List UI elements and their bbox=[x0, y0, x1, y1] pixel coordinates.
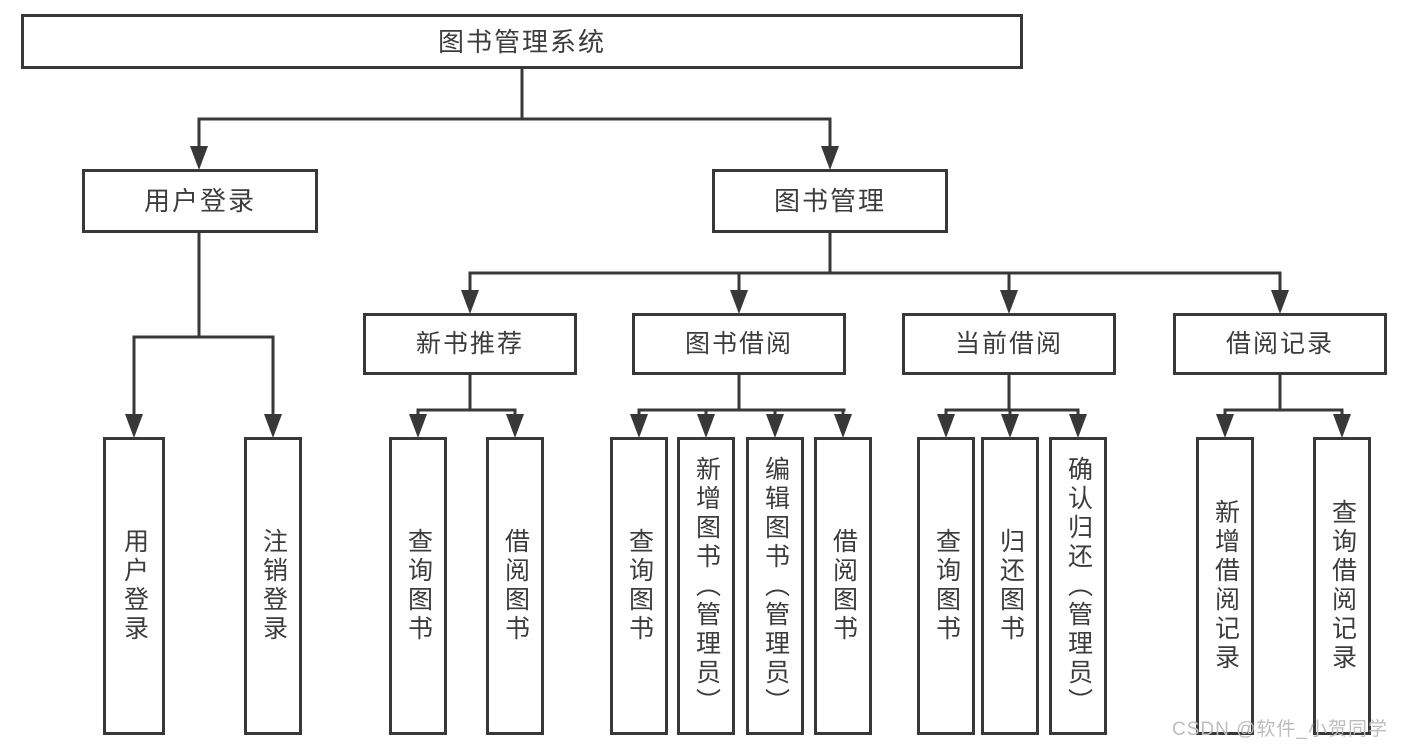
leaf-newbook-borrow-books: 借阅图书 bbox=[486, 437, 544, 735]
connector-current bbox=[937, 375, 1087, 438]
connector-login bbox=[125, 233, 282, 438]
node-root: 图书管理系统 bbox=[21, 14, 1023, 69]
connector-root bbox=[190, 69, 839, 170]
leaf-current-query-books: 查询图书 bbox=[917, 437, 975, 735]
connector-newbook bbox=[409, 375, 524, 438]
leaf-newbook-query-books: 查询图书 bbox=[389, 437, 447, 735]
leaf-current-return-books: 归还图书 bbox=[981, 437, 1039, 735]
connector-mgmt bbox=[461, 233, 1289, 314]
connector-borrow bbox=[630, 375, 852, 438]
leaf-borrow-borrow-books: 借阅图书 bbox=[814, 437, 872, 735]
leaf-borrow-edit-books-admin: 编辑图书（管理员） bbox=[746, 437, 804, 735]
leaf-borrow-query-books: 查询图书 bbox=[610, 437, 668, 735]
leaf-records-query-record: 查询借阅记录 bbox=[1313, 437, 1371, 735]
connector-records bbox=[1216, 375, 1351, 438]
node-book-management: 图书管理 bbox=[712, 169, 948, 233]
leaf-user-login: 用户登录 bbox=[103, 437, 165, 735]
leaf-records-add-record: 新增借阅记录 bbox=[1196, 437, 1254, 735]
leaf-borrow-add-books-admin: 新增图书（管理员） bbox=[677, 437, 735, 735]
node-book-borrow: 图书借阅 bbox=[632, 313, 846, 375]
leaf-logout: 注销登录 bbox=[244, 437, 302, 735]
leaf-current-confirm-return-admin: 确认归还（管理员） bbox=[1049, 437, 1107, 735]
node-current-borrow: 当前借阅 bbox=[902, 313, 1116, 375]
node-new-book-recommend: 新书推荐 bbox=[363, 313, 577, 375]
node-user-login: 用户登录 bbox=[82, 169, 318, 233]
node-borrow-records: 借阅记录 bbox=[1173, 313, 1387, 375]
csdn-watermark: CSDN @软件_小贺同学 bbox=[1172, 719, 1388, 740]
